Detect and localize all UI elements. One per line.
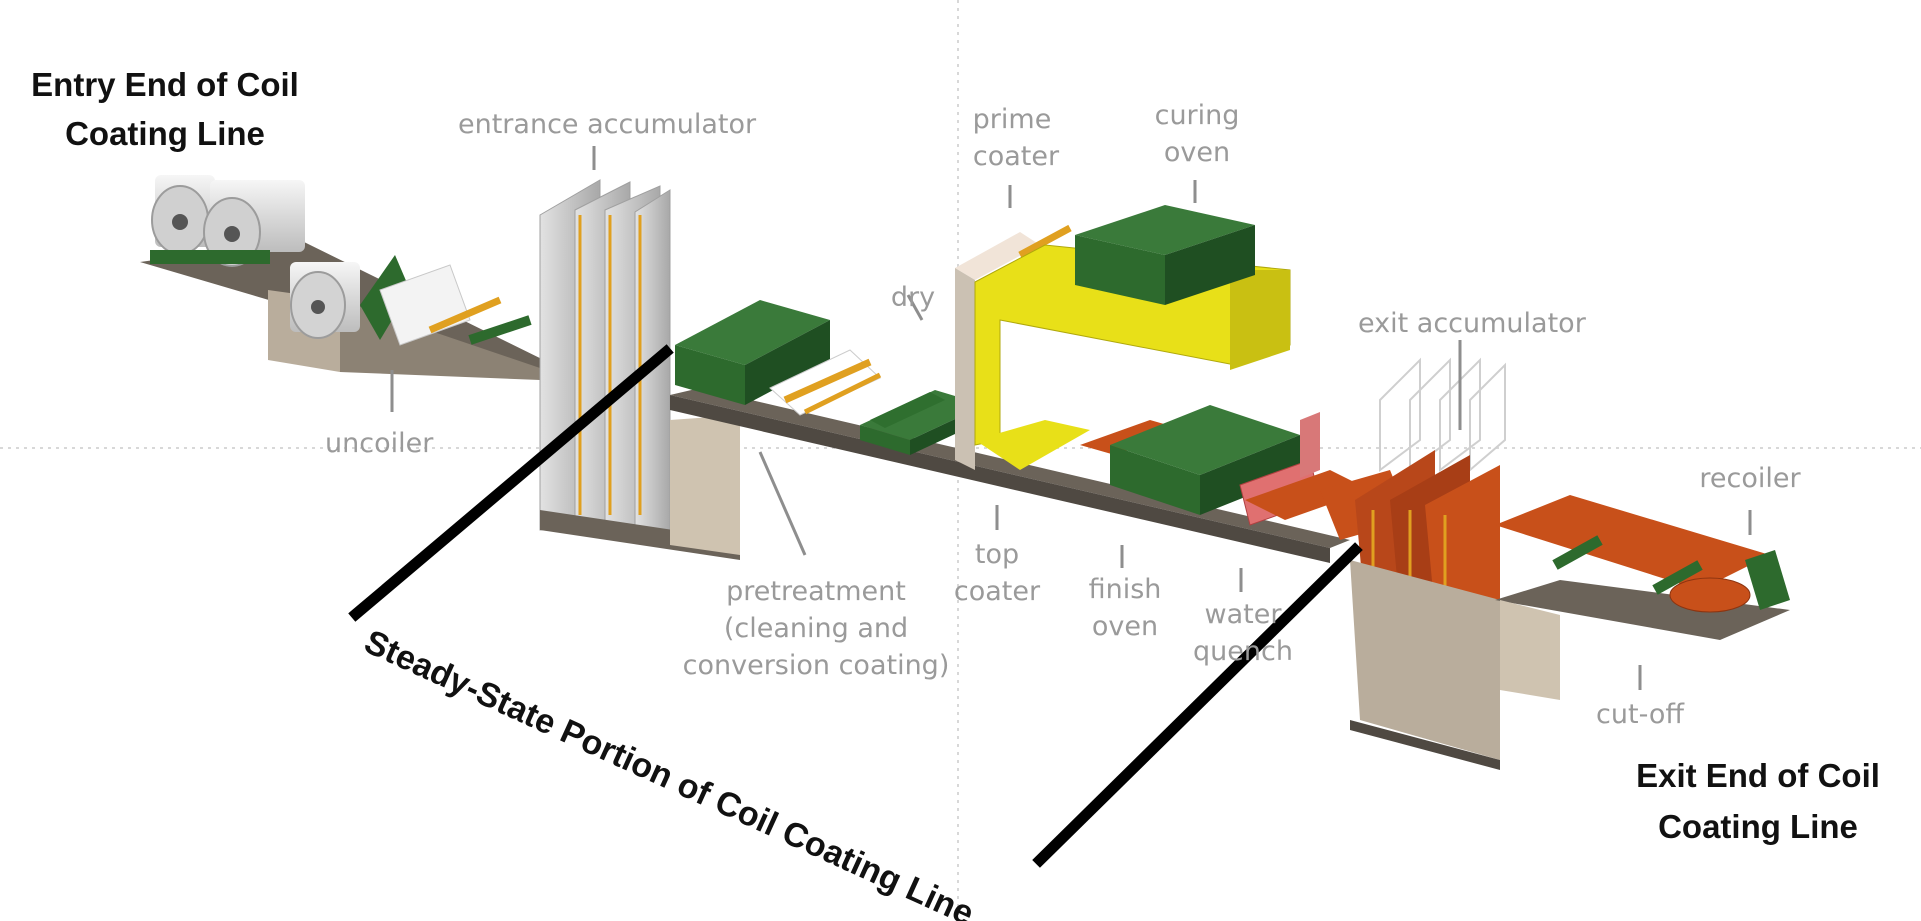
finish-oven-label-line1: finish (1089, 574, 1162, 605)
prime-coater-tower (955, 224, 1072, 470)
finish-oven-label-line2: oven (1092, 611, 1158, 642)
exit-accumulator-label: exit accumulator (1358, 308, 1587, 339)
entry-title-line2: Coating Line (65, 115, 265, 152)
top-coater-label-line1: top (975, 539, 1019, 570)
cut-off-label: cut-off (1596, 699, 1685, 730)
prime-coater-label-line1: prime (973, 104, 1052, 135)
pretreatment-label-line3: conversion coating) (683, 650, 950, 681)
steady-state-left-bracket (348, 344, 674, 622)
entry-title-line1: Entry End of Coil (31, 66, 299, 103)
top-coater-label-line2: coater (954, 576, 1041, 607)
water-quench-label-line1: water (1205, 599, 1283, 630)
exit-title-line2: Coating Line (1658, 808, 1858, 845)
steady-state-right-bracket (1032, 542, 1363, 868)
exit-title-line1: Exit End of Coil (1636, 757, 1880, 794)
exit-platform (1495, 495, 1790, 700)
curing-oven-label-line1: curing (1155, 100, 1240, 131)
entrance-accumulator-label: entrance accumulator (458, 109, 757, 140)
pretreatment-unit (675, 300, 882, 416)
finish-oven (1080, 405, 1300, 515)
uncoiler-label: uncoiler (325, 428, 434, 459)
pretreatment-label-line1: pretreatment (726, 576, 906, 607)
curing-oven (1075, 205, 1255, 305)
water-quench (1239, 412, 1370, 526)
pretreatment-leader (758, 451, 807, 556)
curing-oven-label-line2: oven (1164, 137, 1230, 168)
dry-leader (906, 294, 924, 321)
coil-stock-2 (203, 180, 305, 267)
pretreatment-label-line2: (cleaning and (724, 613, 908, 644)
uncoiler-unit (290, 255, 532, 346)
exit-accumulator (1320, 357, 1506, 770)
curing-oven-loop (974, 244, 1291, 470)
prime-coater-label-line2: coater (973, 141, 1060, 172)
recoiler-label: recoiler (1699, 463, 1801, 494)
coil-stock-1 (151, 175, 215, 255)
water-quench-label-line2: quench (1193, 636, 1293, 667)
coil-base-green (150, 250, 270, 264)
dry-label: dry (891, 282, 935, 313)
